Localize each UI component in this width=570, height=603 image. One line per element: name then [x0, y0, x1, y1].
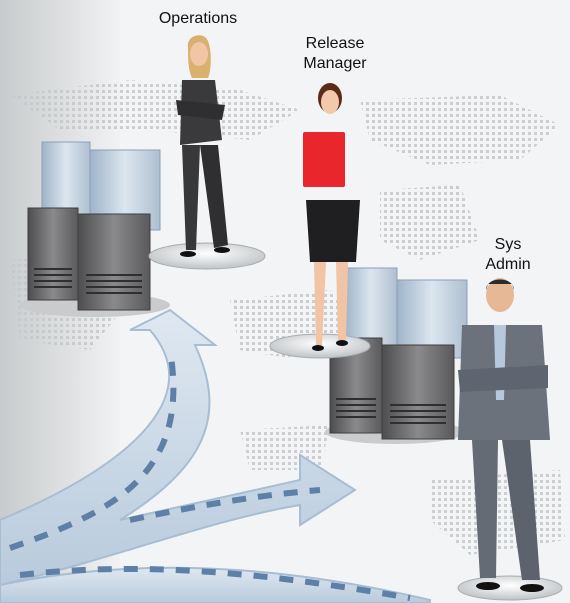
server-cluster-icon-left: [20, 141, 170, 317]
release-manager-label-line1: Release: [305, 35, 365, 52]
operations-label: Operations: [143, 9, 253, 29]
road-arrows-icon: [0, 308, 431, 603]
sys-admin-person: [457, 278, 563, 601]
sys-admin-label: Sys Admin: [460, 235, 556, 275]
red-folder-icon: [303, 132, 345, 187]
release-manager-person: [269, 83, 371, 359]
server-cluster-icon-right: [325, 267, 468, 444]
sys-admin-label-line2: Admin: [485, 256, 531, 273]
sys-admin-label-line1: Sys: [494, 236, 522, 253]
operations-label-line1: Operations: [158, 10, 238, 27]
release-manager-label-line2: Manager: [303, 55, 367, 72]
operations-person: [148, 35, 266, 270]
release-manager-label: Release Manager: [280, 34, 390, 74]
